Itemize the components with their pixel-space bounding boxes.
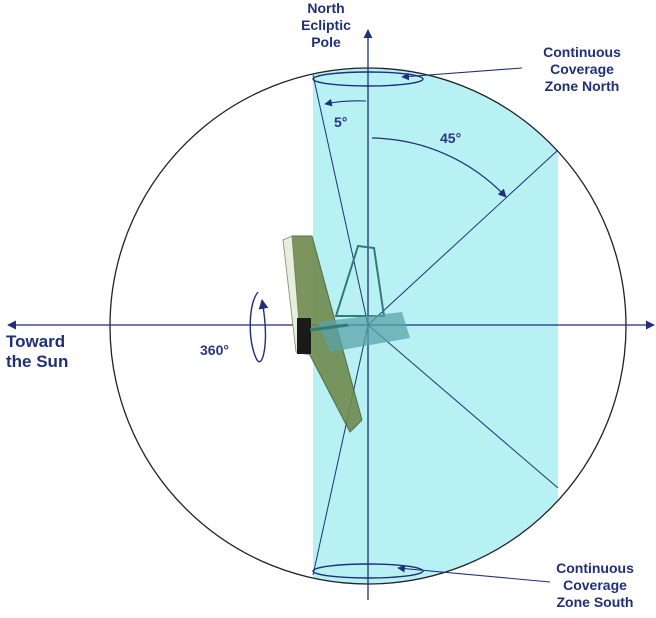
ccz-south-ring xyxy=(312,563,424,579)
boundary-line-south xyxy=(312,324,369,576)
toward-sun-label: Toward the Sun xyxy=(6,332,68,372)
spacecraft-group xyxy=(282,235,410,433)
ccz-north-ring xyxy=(312,71,424,87)
angle-45-label: 45° xyxy=(440,130,462,146)
toward-sun-line-1: Toward xyxy=(6,332,66,351)
ccz-south-label: Continuous Coverage Zone South xyxy=(536,560,654,611)
rotation-360-indicator xyxy=(249,291,269,363)
telescope-mirror xyxy=(318,312,410,352)
ccz-south-line-3: Zone South xyxy=(556,594,634,610)
ccz-south-pointer xyxy=(397,564,551,583)
angle-5-label: 5° xyxy=(334,114,348,130)
angle-360-label: 360° xyxy=(200,342,229,358)
spacecraft-bus xyxy=(297,318,311,354)
north-pole-line-3: Pole xyxy=(311,34,341,50)
ccz-north-line-2: Coverage xyxy=(550,61,614,77)
diagonal-45-lower xyxy=(367,324,559,489)
angle-45-arc xyxy=(371,137,507,198)
north-ecliptic-pole-label: North Ecliptic Pole xyxy=(284,0,368,51)
north-pole-line-2: Ecliptic xyxy=(301,17,351,33)
ccz-south-line-2: Coverage xyxy=(563,577,627,593)
telescope-boom xyxy=(309,323,349,332)
boundary-line-north xyxy=(312,74,369,326)
north-pole-line-1: North xyxy=(307,0,345,16)
ccz-north-label: Continuous Coverage Zone North xyxy=(522,44,642,95)
ccz-south-line-1: Continuous xyxy=(556,560,634,576)
ccz-north-line-3: Zone North xyxy=(544,78,620,94)
diagonal-45-upper xyxy=(367,149,559,326)
ccz-north-pointer xyxy=(401,67,523,81)
toward-sun-line-2: the Sun xyxy=(6,352,69,371)
ccz-north-line-1: Continuous xyxy=(543,44,621,60)
angle-5-arc xyxy=(324,98,367,107)
